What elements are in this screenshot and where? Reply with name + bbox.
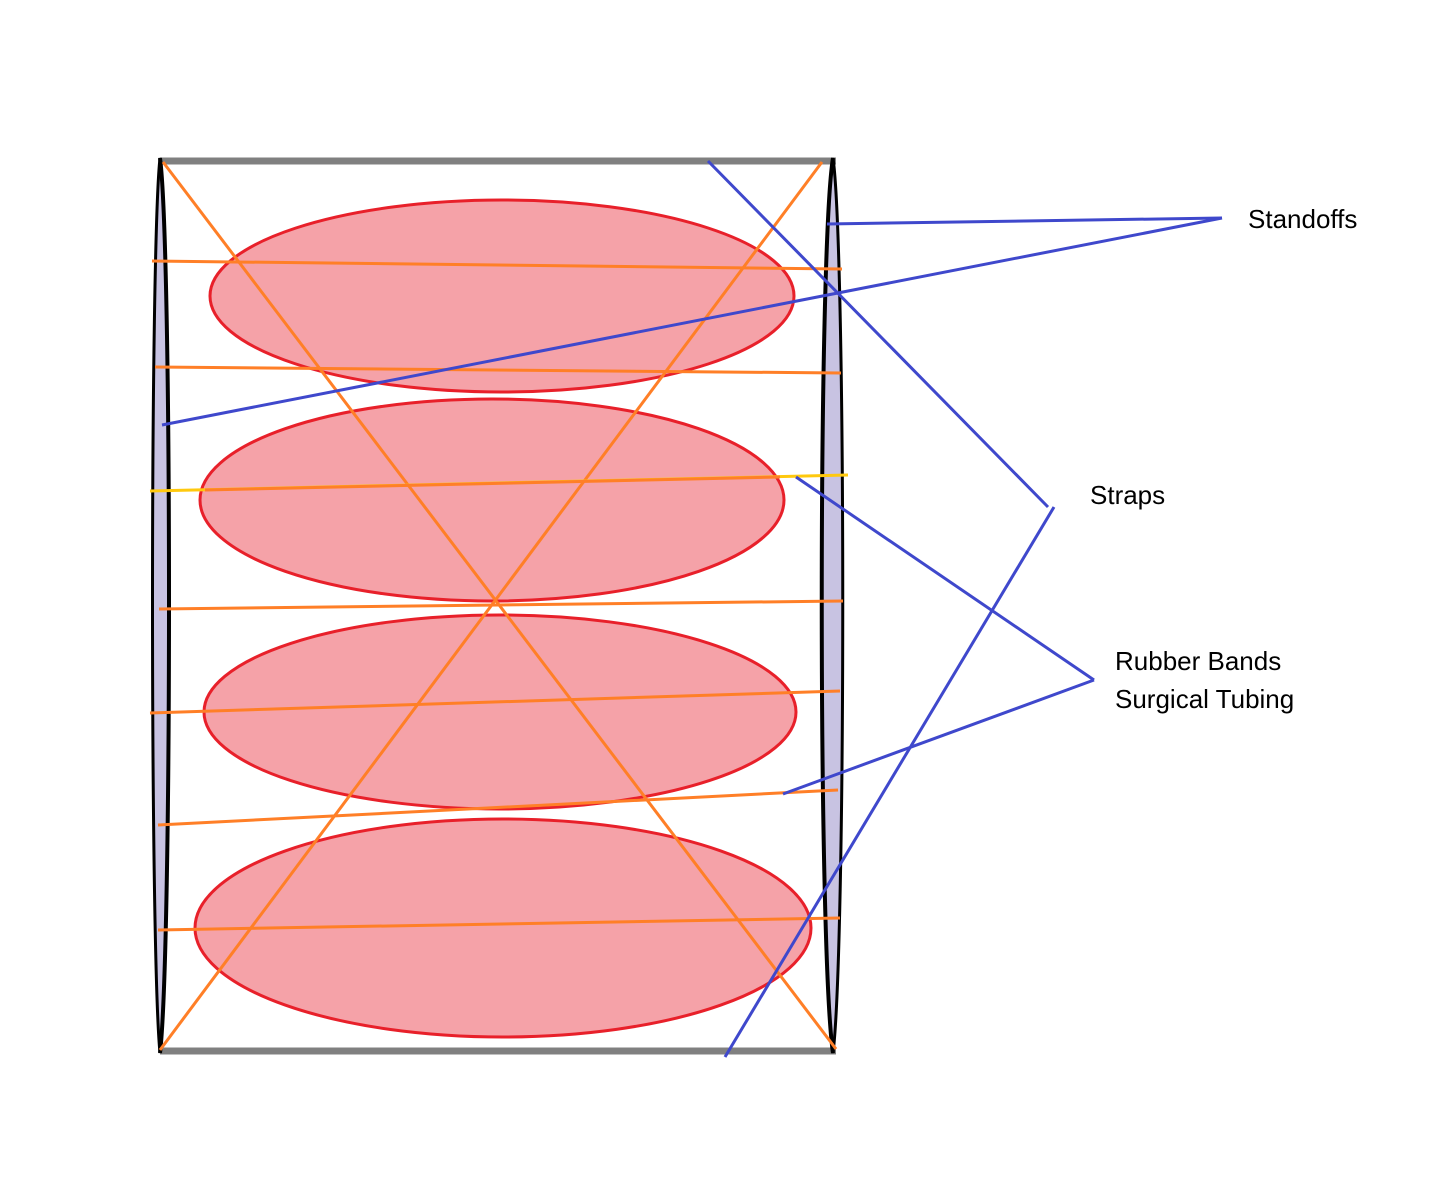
- label-standoffs: Standoffs: [1248, 204, 1358, 234]
- leader-standoffs: [161, 216, 1223, 427]
- label-rubber-bands: Rubber Bands Surgical Tubing: [1115, 642, 1294, 718]
- band-7: [157, 916, 841, 932]
- label-straps: Straps: [1090, 480, 1166, 510]
- leader-straps: [706, 159, 1056, 1058]
- band-2: [154, 365, 842, 375]
- item-ellipse-2: [198, 397, 786, 603]
- item-ellipse-3: [202, 613, 798, 811]
- band-1: [151, 259, 843, 271]
- standoff-left-edge: [158, 157, 171, 1054]
- band-4: [158, 599, 844, 611]
- band-6: [157, 788, 839, 827]
- label-rubber-bands-line2: Surgical Tubing: [1115, 684, 1295, 714]
- item-ellipse-1: [208, 198, 796, 394]
- label-rubber-bands-line1: Rubber Bands: [1115, 646, 1282, 676]
- band-3: [204, 475, 781, 492]
- band-5: [149, 689, 841, 715]
- leader-rubber-bands: [782, 475, 1095, 796]
